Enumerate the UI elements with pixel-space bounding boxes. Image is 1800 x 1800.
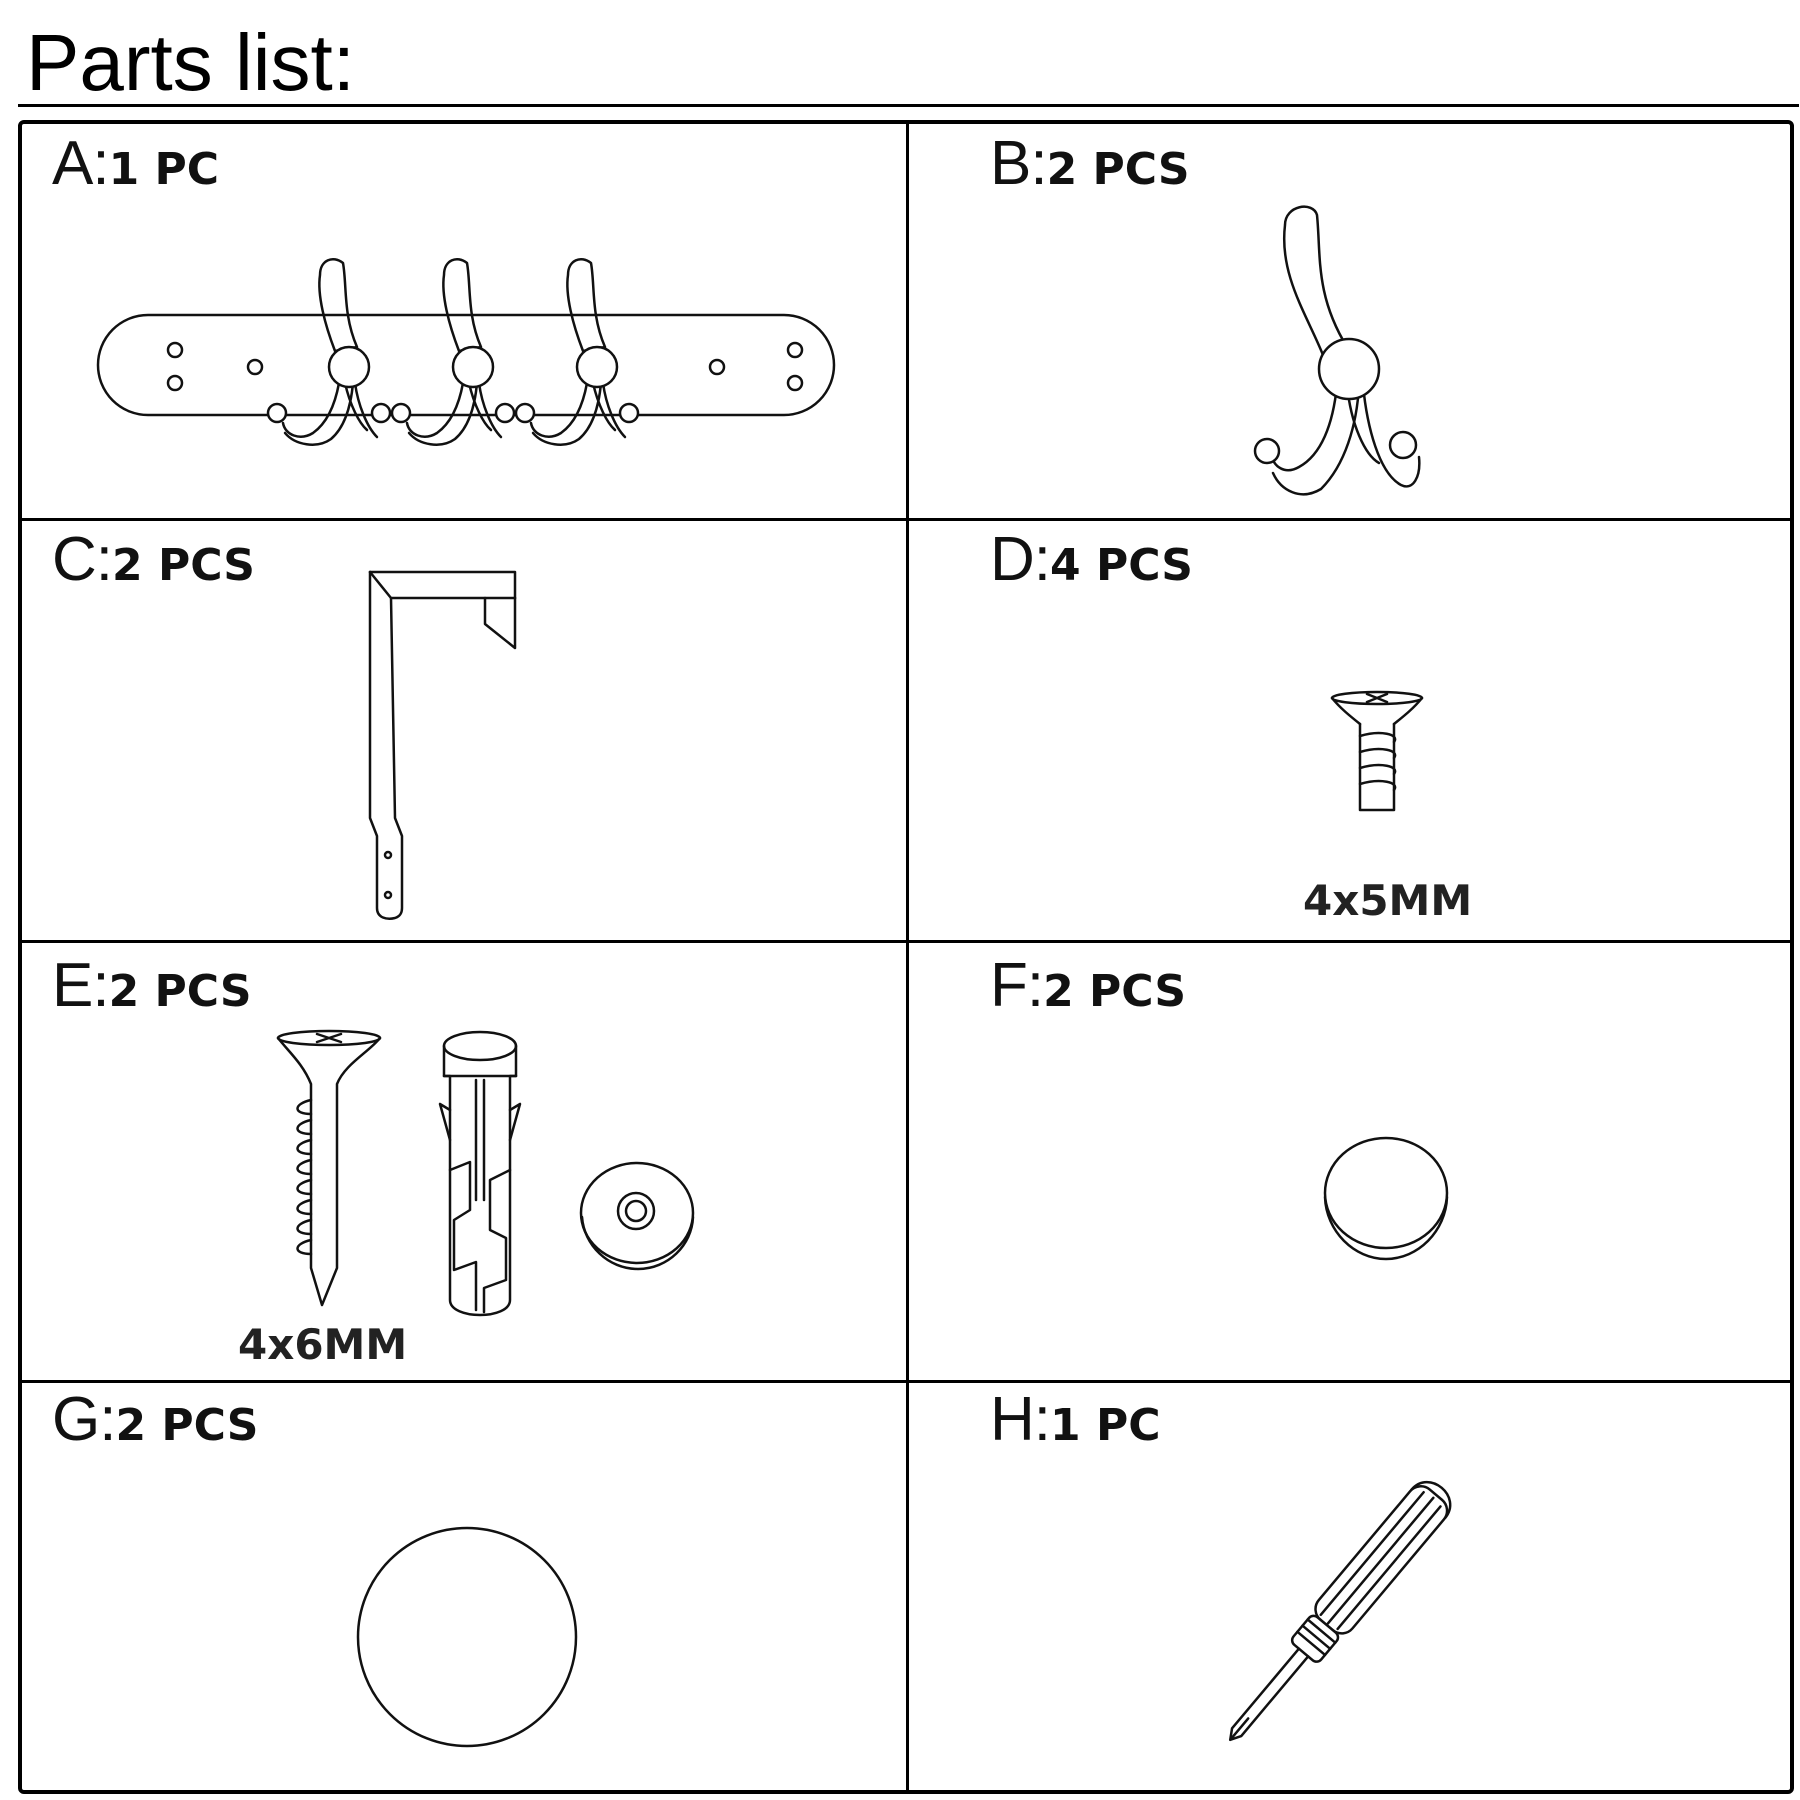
large-round-pad-icon — [356, 1526, 578, 1748]
over-door-bracket-icon — [368, 570, 517, 920]
small-round-pad-icon — [1323, 1136, 1449, 1261]
part-d-size-label: 4x5MM — [1303, 876, 1473, 925]
wall-anchor-icon — [438, 1030, 522, 1317]
part-b-label: B:2 PCS — [990, 129, 1190, 198]
part-f-label: F:2 PCS — [990, 951, 1187, 1020]
title-divider — [18, 104, 1799, 107]
grid-row-divider — [18, 518, 1794, 521]
part-a-label: A:1 PC — [52, 129, 220, 198]
grid-column-divider — [906, 120, 909, 1794]
grid-row-divider — [18, 940, 1794, 943]
part-h-label: H:1 PC — [990, 1385, 1161, 1454]
washer-icon — [579, 1161, 695, 1271]
screwdriver-icon — [1228, 1481, 1452, 1742]
coat-rack-with-three-hooks-icon — [96, 257, 836, 446]
wall-screw-icon — [276, 1029, 382, 1307]
double-coat-hook-icon — [1253, 205, 1421, 496]
part-d-label: D:4 PCS — [990, 525, 1193, 594]
page-title: Parts list: — [26, 18, 355, 107]
grid-row-divider — [18, 1380, 1794, 1383]
part-g-label: G:2 PCS — [52, 1385, 259, 1454]
part-e-label: E:2 PCS — [52, 951, 252, 1020]
part-e-size-label: 4x6MM — [238, 1320, 408, 1369]
part-c-label: C:2 PCS — [52, 525, 255, 594]
short-screw-icon — [1330, 690, 1424, 812]
